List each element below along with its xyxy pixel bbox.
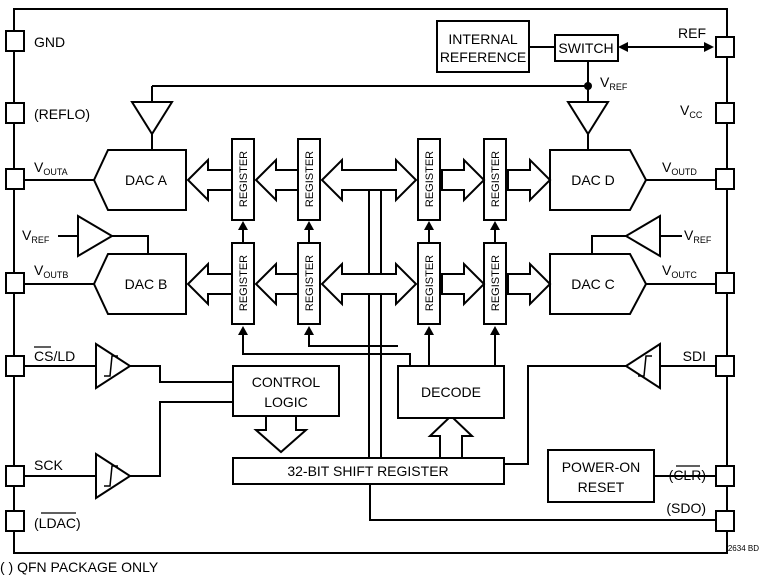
register-d2-label: REGISTER [490,151,502,207]
pin-label-gnd: GND [34,34,65,50]
bus-arrow-dac-d [507,157,552,203]
pin-sck [5,465,25,487]
pin-reflo [5,102,25,124]
dac-c-block [549,253,648,315]
register-a2-label: REGISTER [238,151,250,207]
csld-to-control-wire [130,365,233,383]
bus-arrow-center-top [320,157,418,203]
schmitt-glyph-sdi [638,355,652,377]
pin-label-csld: CS/LD [34,348,75,364]
arrowhead-right [704,42,714,52]
register-b1-label: REGISTER [304,255,316,311]
decode-label: DECODE [421,384,481,400]
schmitt-buffer-sck [95,452,132,500]
dac-b-block [92,253,187,315]
switch-label: SWITCH [558,40,613,56]
switch-block [554,34,619,62]
register-load-lines [238,221,500,366]
arrowhead-left [618,42,628,52]
pin-voutb [5,272,25,294]
control-logic-label-1: CONTROL [252,374,321,390]
pin-label-ref: REF [678,25,706,41]
bus-arrow-decode-up [427,414,475,459]
buffer-b-wire [112,235,149,254]
decode-block [397,365,505,419]
dac-a-label: DAC A [125,172,168,188]
power-on-reset-block [547,449,655,503]
right-pins [715,36,735,532]
sdi-to-shift-wire [504,365,626,465]
bus-arrows [186,157,552,459]
register-d1-label: REGISTER [424,151,436,207]
bus-arrow-dac-c [507,261,552,307]
pin-label-vcc: VCC [680,102,703,120]
pin-csld [5,355,25,377]
buffer-c [624,214,661,258]
bus-arrow-d1-d2 [441,157,486,203]
control-logic-block [232,365,340,417]
pin-sdi [715,355,735,377]
sck-to-control-wire [130,401,233,477]
dac-a-block [92,149,187,211]
internal-reference-label-1: INTERNAL [448,31,517,47]
pin-voutd [715,168,735,190]
bus-arrow-center-bottom [320,261,418,307]
dac-b-label: DAC B [125,276,168,292]
register-b2-label: REGISTER [238,255,250,311]
drawing-id: 2634 BD [728,544,759,553]
schmitt-buffer-sdi [624,342,661,390]
footnote: ( ) QFN PACKAGE ONLY [0,559,159,575]
register-c2-label: REGISTER [490,255,502,311]
bus-arrow-dac-b [186,261,233,307]
pin-clr [715,465,735,487]
pin-label-sdo: (SDO) [666,500,706,516]
bus-arrow-c1-c2 [441,261,486,307]
schmitt-glyph-csld [104,355,118,377]
vref-top-label: VREF [600,74,628,92]
dac-c-label: DAC C [571,276,615,292]
dac-d-block [549,149,648,211]
shift-register-block [232,457,505,485]
bus-arrow-control-down [253,415,309,454]
vref-left-label: VREF [22,227,50,245]
bus-arrow-a1-a2 [254,157,299,203]
buffer-d [566,101,610,136]
bus-arrow-b1-b2 [254,261,299,307]
shift-register-label: 32-BIT SHIFT REGISTER [287,463,448,479]
pin-label-vouta: VOUTA [34,159,68,177]
buffer-a [130,101,174,136]
pin-vouta [5,168,25,190]
power-on-reset-label-2: RESET [578,479,625,495]
pin-label-ldac: (LDAC) [34,515,81,531]
register-grid: REGISTER REGISTER REGISTER REGISTER REGI… [231,138,507,325]
pin-label-voutd: VOUTD [662,159,697,177]
register-d1 [417,138,441,221]
pin-gnd [5,30,25,52]
control-logic-label-2: LOGIC [264,394,308,410]
internal-reference-label-2: REFERENCE [440,49,526,65]
pin-ldac [5,510,25,532]
vref-right-label: VREF [684,227,712,245]
pin-ref [715,36,735,58]
pin-vcc [715,102,735,124]
pin-voutc [715,272,735,294]
dac-d-label: DAC D [571,172,615,188]
schmitt-buffer-csld [95,342,132,390]
sdo-wire [369,484,716,521]
pin-sdo [715,510,735,532]
pin-label-voutb: VOUTB [34,262,68,280]
buffer-b [77,214,114,258]
schmitt-glyph-sck [104,465,118,487]
pin-label-sck: SCK [34,457,63,473]
bus-arrow-dac-a [186,157,233,203]
pin-label-voutc: VOUTC [662,262,697,280]
register-c1-label: REGISTER [424,255,436,311]
power-on-reset-label-1: POWER-ON [562,459,641,475]
pin-label-reflo: (REFLO) [34,106,90,122]
register-a1-label: REGISTER [304,151,316,207]
pin-label-sdi: SDI [683,348,706,364]
buffer-c-wire [591,235,626,254]
